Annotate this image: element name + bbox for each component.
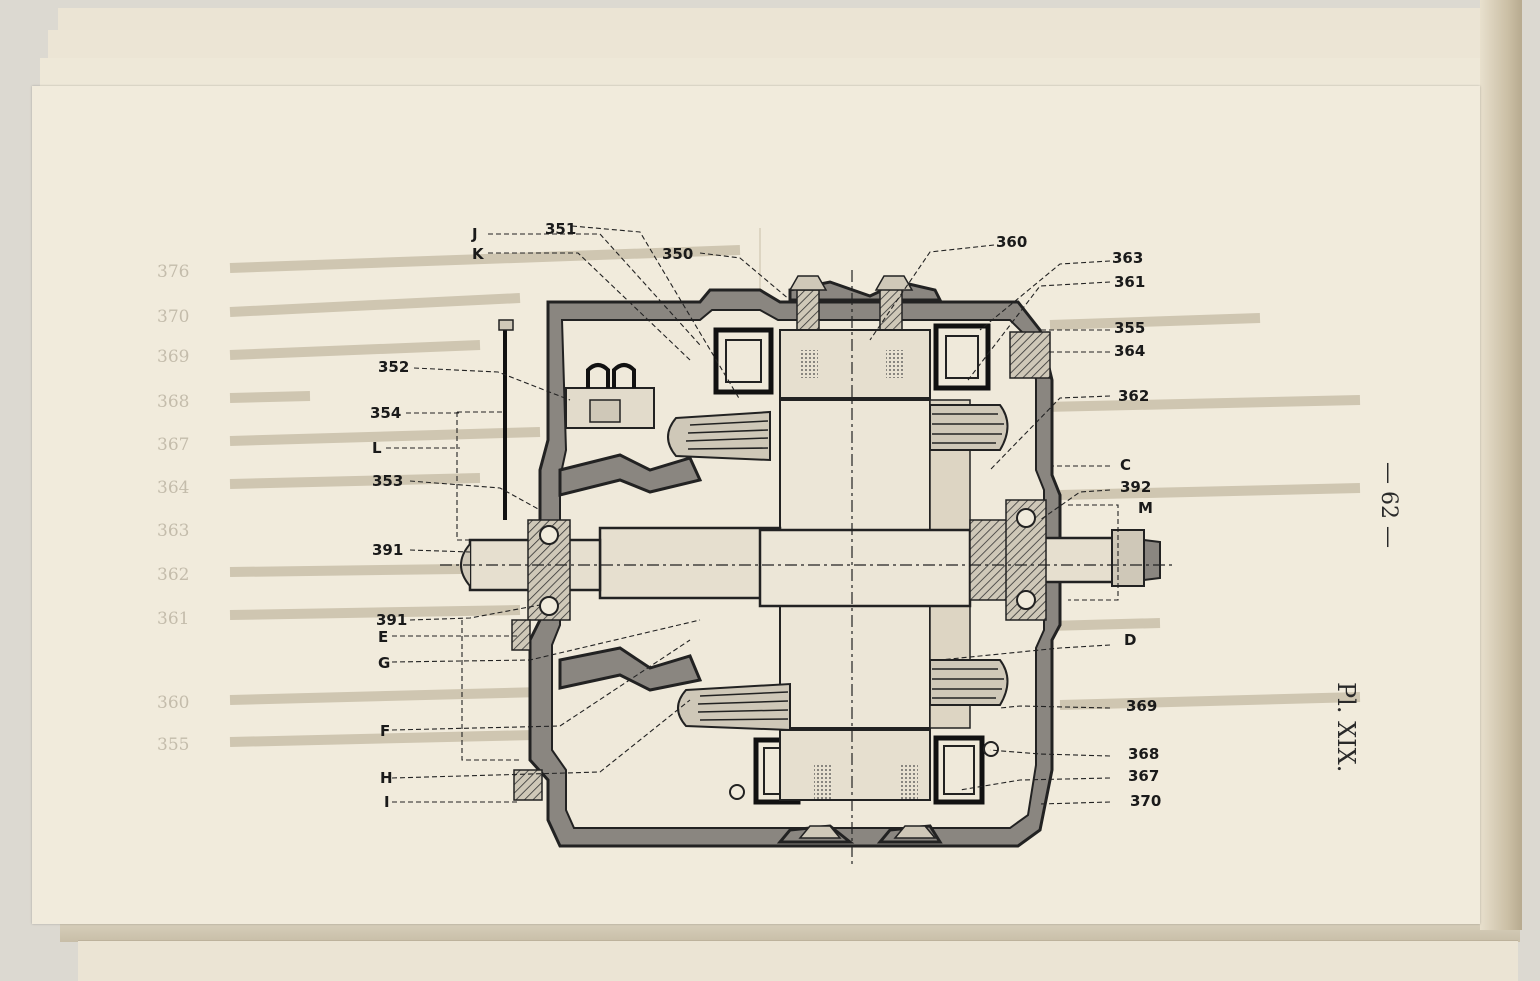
label-J: J (471, 225, 478, 243)
label-363: 363 (1112, 249, 1143, 267)
label-E: E (378, 628, 388, 646)
bleed-number: 355 (157, 735, 189, 755)
bleed-number: 368 (157, 392, 189, 412)
bleed-number: 369 (157, 347, 189, 367)
label-H: H (380, 769, 393, 787)
page-gutter-shadow (60, 920, 1520, 942)
label-364: 364 (1114, 342, 1145, 360)
machine-drawing (440, 270, 1172, 866)
page-number: — 62 — (1376, 462, 1401, 548)
label-F: F (380, 722, 390, 740)
label-368: 368 (1128, 745, 1159, 763)
label-392: 392 (1120, 478, 1151, 496)
label-369: 369 (1126, 697, 1157, 715)
bleed-number: 361 (157, 609, 189, 629)
part-labels: J K 351 350 352 354 L 353 391 391 E G F … (370, 220, 1161, 811)
label-367: 367 (1128, 767, 1159, 785)
leader-lines (386, 225, 1111, 805)
label-C: C (1120, 456, 1131, 474)
bleed-number: 376 (157, 262, 189, 282)
bleed-number: 364 (157, 478, 189, 498)
label-K: K (472, 245, 485, 263)
label-352: 352 (378, 358, 409, 376)
label-G: G (378, 654, 390, 672)
page-stack-edge (1480, 0, 1522, 930)
label-351: 351 (545, 220, 576, 238)
label-D: D (1124, 631, 1136, 649)
label-350: 350 (662, 245, 693, 263)
label-355: 355 (1114, 319, 1145, 337)
bleed-through-text: 376 370 369 368 367 364 363 362 361 360 … (157, 228, 1361, 830)
bleed-number: 363 (157, 521, 189, 541)
label-I: I (384, 793, 390, 811)
label-370: 370 (1130, 792, 1161, 810)
facing-page-edge (78, 940, 1518, 981)
label-353: 353 (372, 472, 403, 490)
label-362: 362 (1118, 387, 1149, 405)
plate-title: Pl. XIX. (1332, 682, 1360, 772)
bleed-number: 370 (157, 307, 189, 327)
label-L: L (372, 439, 382, 457)
bleed-number: 362 (157, 565, 189, 585)
bleed-number: 360 (157, 693, 189, 713)
label-361: 361 (1114, 273, 1145, 291)
label-391: 391 (376, 611, 407, 629)
label-360: 360 (996, 233, 1027, 251)
bleed-number: 367 (157, 435, 189, 455)
label-354: 354 (370, 404, 401, 422)
label-M: M (1138, 499, 1153, 517)
label-391: 391 (372, 541, 403, 559)
